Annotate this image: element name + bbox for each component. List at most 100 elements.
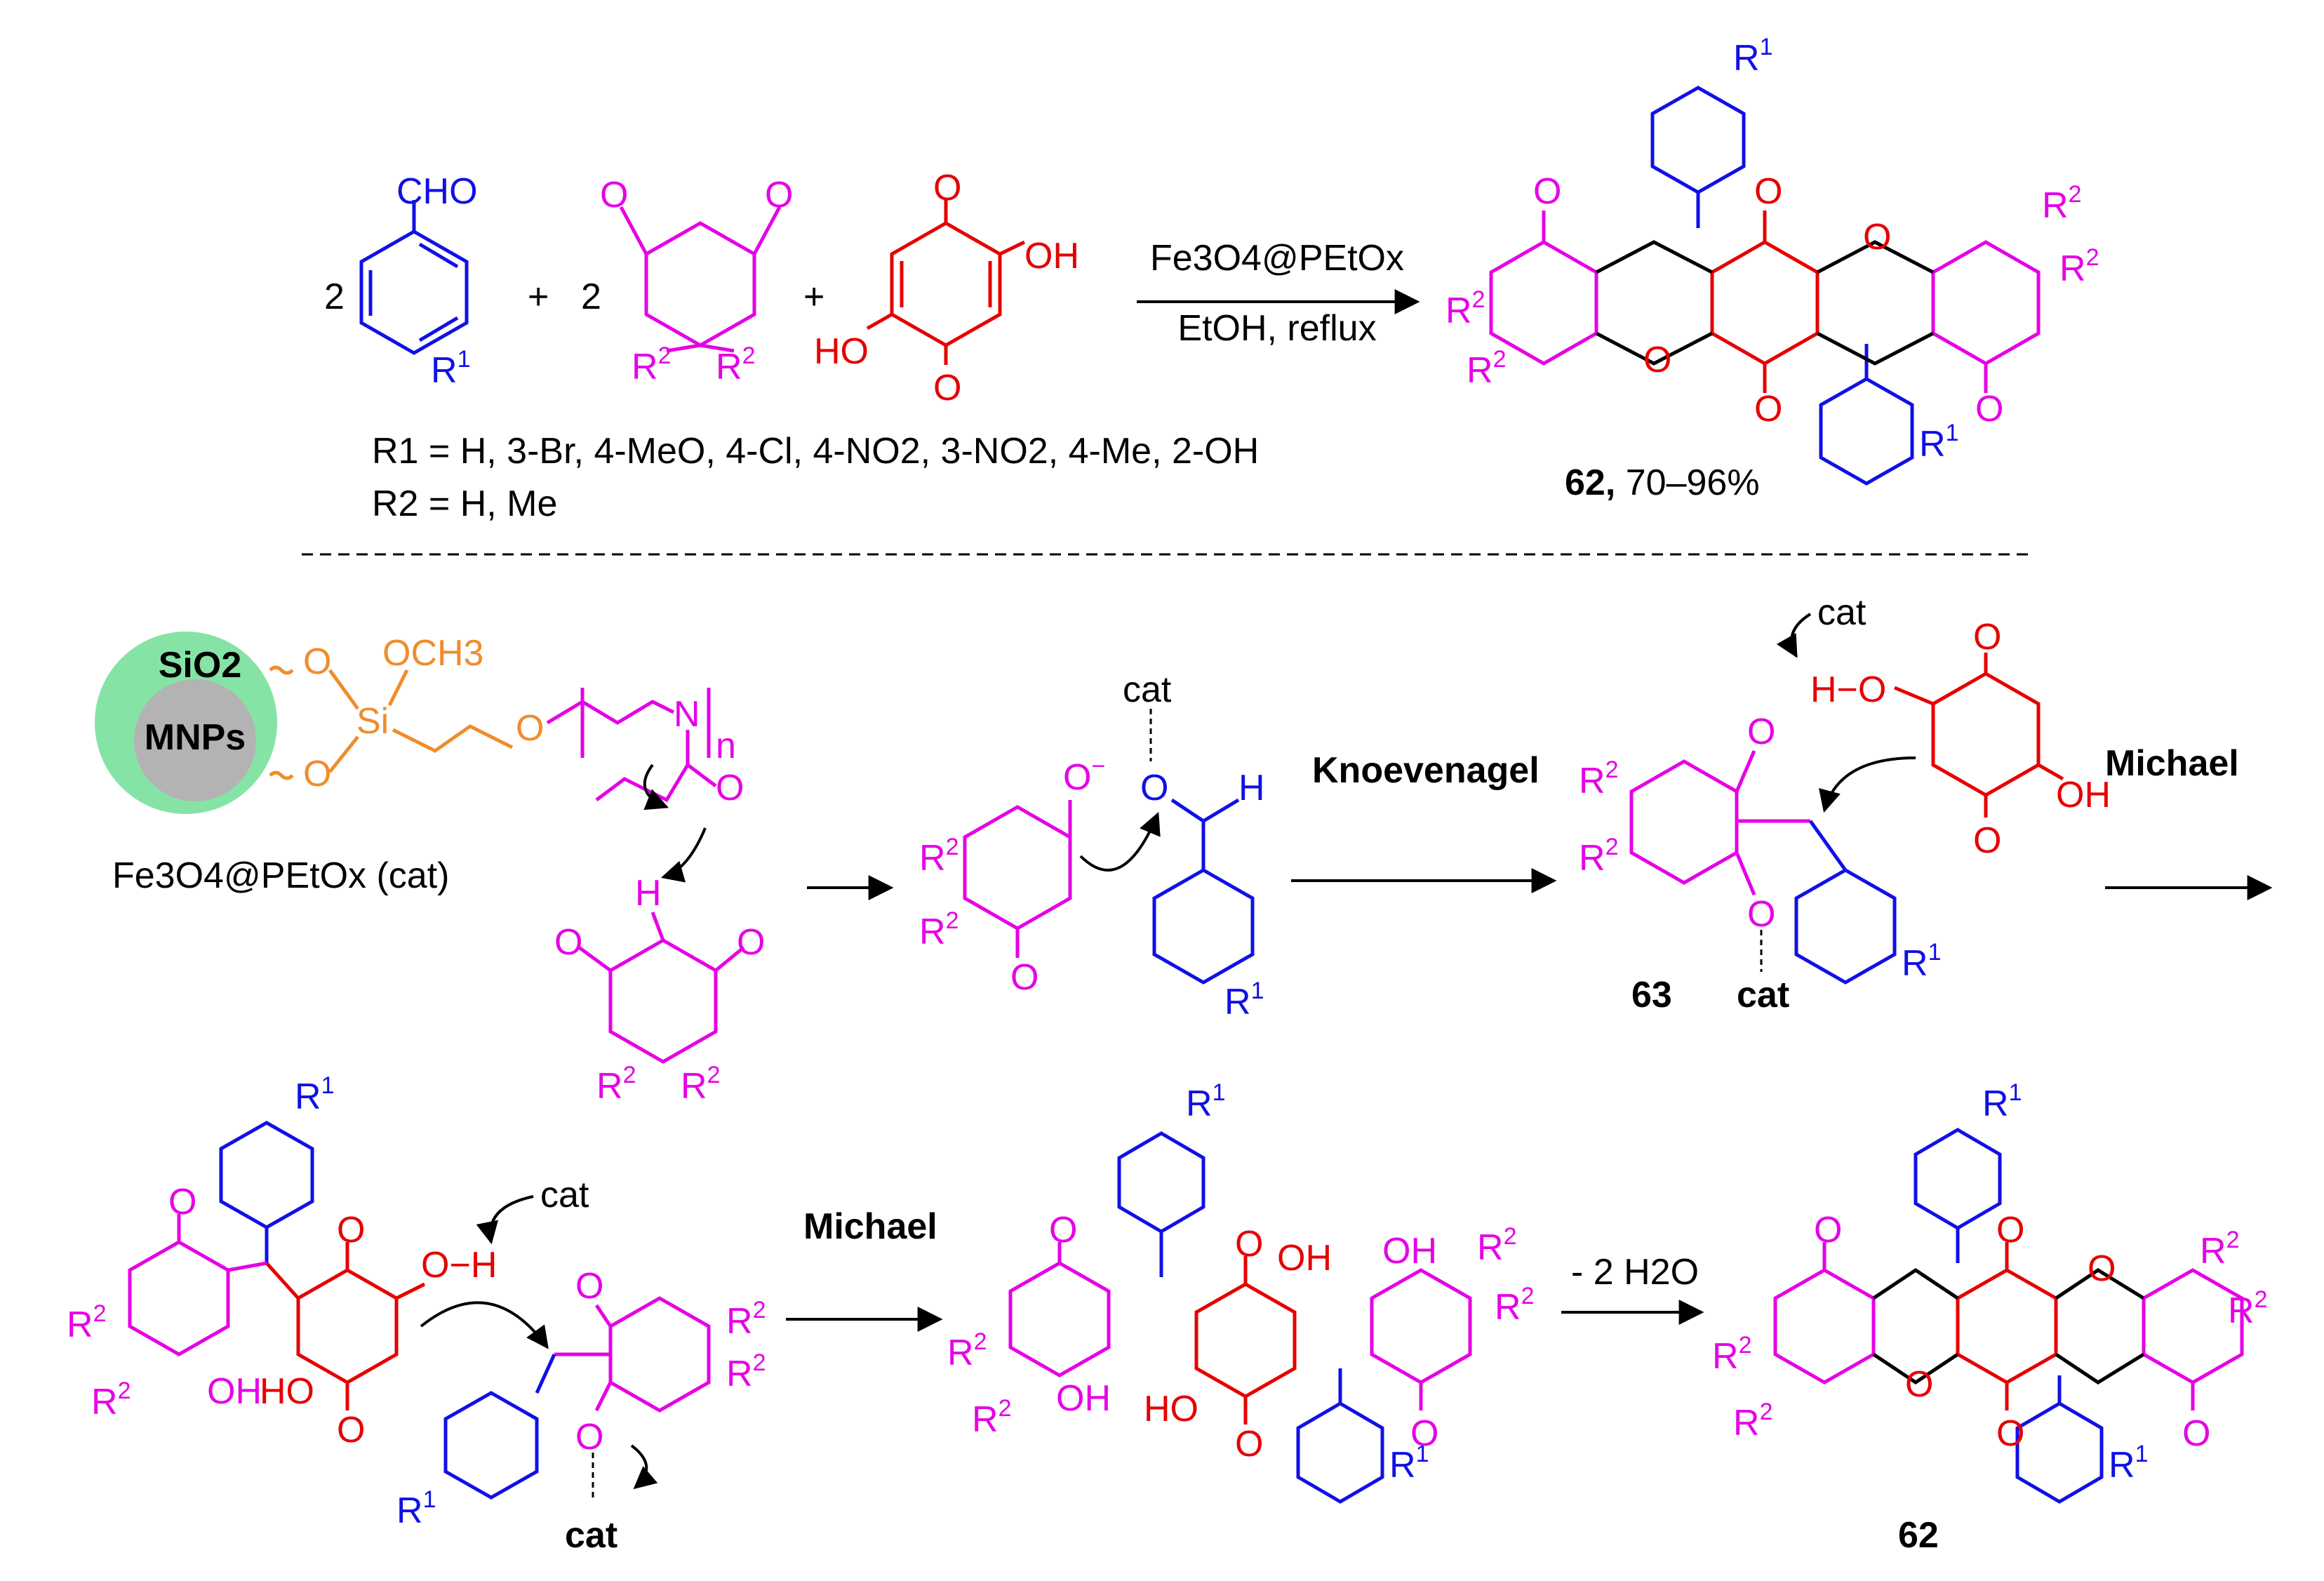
compound-62-label: 62 (1898, 1515, 1939, 1556)
enolate-o: O (1010, 957, 1039, 998)
dhbq-o-bottom: O (933, 368, 961, 408)
dhbq-mech-ho: H−O (1810, 669, 1886, 710)
dhbq-mech-structure (1894, 653, 2064, 818)
bisadduct-q-o-bottom: O (1235, 1424, 1263, 1465)
intermediate-63-structure (1629, 750, 1810, 895)
coef-aldehyde: 2 (324, 276, 345, 317)
aldehyde-r1: R1 (1224, 978, 1264, 1022)
final-o-right: O (2182, 1413, 2210, 1454)
dimedone-mech-structure (577, 912, 745, 1064)
dimedone-mech-r2b: R2 (681, 1062, 720, 1107)
knoev-partner-r2b: R2 (726, 1349, 766, 1394)
product-o-center-top: O (1754, 171, 1782, 212)
dhbq-oh: OH (1024, 236, 1079, 276)
bisadduct-o-left: O (1049, 1210, 1077, 1250)
coef-dione: 2 (581, 276, 601, 317)
enolate-r2b: R2 (919, 907, 959, 952)
knoev-partner-r2a: R2 (726, 1297, 766, 1342)
final-r2-d: R2 (1733, 1399, 1772, 1443)
bisadduct-oh-left: OH (1056, 1378, 1111, 1419)
methoxy-label: OCH3 (382, 633, 483, 674)
benzaldehyde-structure (359, 200, 469, 355)
dimedone-mech-o1: O (554, 922, 582, 963)
final-o-ring-right: O (2088, 1248, 2116, 1289)
final-r1-top: R1 (1982, 1079, 2022, 1124)
adduct1-o: O (168, 1182, 196, 1222)
amide-o-label: O (716, 768, 744, 808)
knoev-partner-aryl (443, 1353, 556, 1500)
silicon-label: Si (356, 701, 389, 742)
michael-label-2: Michael (803, 1206, 937, 1247)
product-r1-bottom: R1 (1919, 420, 1958, 465)
adduct1-dione (128, 1214, 267, 1356)
adduct1-q-o-bottom: O (337, 1410, 365, 1450)
acidic-h-label: H (635, 873, 662, 914)
bisadduct-oh-right: OH (1382, 1231, 1437, 1272)
product-r1-top: R1 (1733, 34, 1772, 79)
aldehyde-h: H (1238, 768, 1265, 808)
cat-label-1: cat (1123, 669, 1172, 710)
dimedone-r2b: R2 (716, 342, 755, 387)
dimedone-mech-r2a: R2 (596, 1062, 636, 1107)
bisadduct-q-oh: OH (1277, 1238, 1332, 1279)
bisadduct-r2c: R2 (1477, 1223, 1516, 1268)
curved-arrow-8 (630, 1444, 658, 1490)
final-o-center-top: O (1996, 1210, 2024, 1250)
arrow-condition-solvent: EtOH, reflux (1177, 308, 1376, 349)
curved-arrow-5 (1818, 756, 1916, 813)
r1-label-benzaldehyde: R1 (431, 346, 470, 391)
linker-structure (269, 665, 514, 780)
mechanism-row-2: R1 O R2 R2 OH O O O−H HO cat O (67, 1072, 2267, 1556)
product-label: 62, 70–96% (1565, 462, 1760, 503)
r1-definition: R1 = H, 3-Br, 4-MeO, 4-Cl, 4-NO2, 3-NO2,… (372, 431, 1259, 472)
bisadduct-quinone (1194, 1256, 1297, 1425)
adduct1-q-oh: O−H (421, 1245, 497, 1286)
knoev-partner-r1: R1 (396, 1486, 436, 1531)
dimedone-r2a: R2 (632, 342, 671, 387)
knoev-partner-o1: O (575, 1266, 603, 1307)
dimedone-o1: O (600, 175, 628, 215)
bisadduct-r1-bottom: R1 (1389, 1441, 1429, 1486)
dhbq-mech-oh: OH (2056, 775, 2111, 815)
bisadduct-diones (1008, 1242, 1472, 1410)
final-o-center-bottom: O (1996, 1413, 2024, 1454)
knoev-partner-dione (554, 1296, 711, 1413)
top-equation: 2 + 2 + CHO R1 O O R2 R2 (324, 34, 2099, 524)
mnps-label: MNPs (145, 717, 246, 758)
repeat-n-label: n (716, 726, 736, 766)
int63-r2b: R2 (1579, 834, 1618, 879)
dimedone-mech-o2: O (737, 922, 765, 963)
product-r2-d: R2 (1467, 346, 1506, 391)
bisadduct-r2b: R2 (972, 1395, 1011, 1440)
final-r1-bottom: R1 (2109, 1441, 2148, 1486)
cat-label-2: cat (1737, 975, 1789, 1015)
plus-sign-1: + (528, 276, 549, 317)
aldehyde-o: O (1140, 768, 1168, 808)
adduct1-q-ho: HO (260, 1371, 314, 1412)
magnetic-core (134, 679, 256, 801)
dhbq-o-top: O (933, 168, 961, 208)
final-product-62-structure: R1 R1 O O O O O O R2 R2 R2 R2 (1712, 1079, 2267, 1504)
adduct1-aryl (219, 1121, 314, 1263)
linker-o1: O (303, 641, 331, 682)
curved-arrow-3 (1079, 812, 1161, 872)
catalyst-name: Fe3O4@PEtOx (cat) (112, 855, 449, 896)
adduct1-q-o-top: O (337, 1210, 365, 1250)
bisadduct-r1-top: R1 (1186, 1079, 1225, 1124)
int63-o1: O (1747, 712, 1775, 752)
final-o-left: O (1814, 1210, 1842, 1250)
bisadduct-q-ho: HO (1144, 1389, 1198, 1429)
knoevenagel-label: Knoevenagel (1312, 750, 1540, 791)
product-o-right: O (1975, 389, 2003, 429)
mechanism-row-1: SiO2 MNPs O O Si OCH3 O N n O Fe3O4@PEtO… (95, 592, 2273, 1107)
plus-sign-2: + (803, 276, 824, 317)
adduct1-quinone (265, 1242, 426, 1410)
product-r2-b: R2 (2059, 244, 2099, 289)
curved-arrow-7 (420, 1301, 549, 1349)
product-o-ring-right: O (1863, 217, 1891, 258)
product-r2-a: R2 (2042, 181, 2081, 226)
dhbq-ho: HO (814, 331, 869, 372)
curved-arrow-4 (1776, 613, 1812, 658)
cat-label-4: cat (540, 1175, 589, 1215)
aldehyde-mech-structure (1152, 798, 1255, 985)
